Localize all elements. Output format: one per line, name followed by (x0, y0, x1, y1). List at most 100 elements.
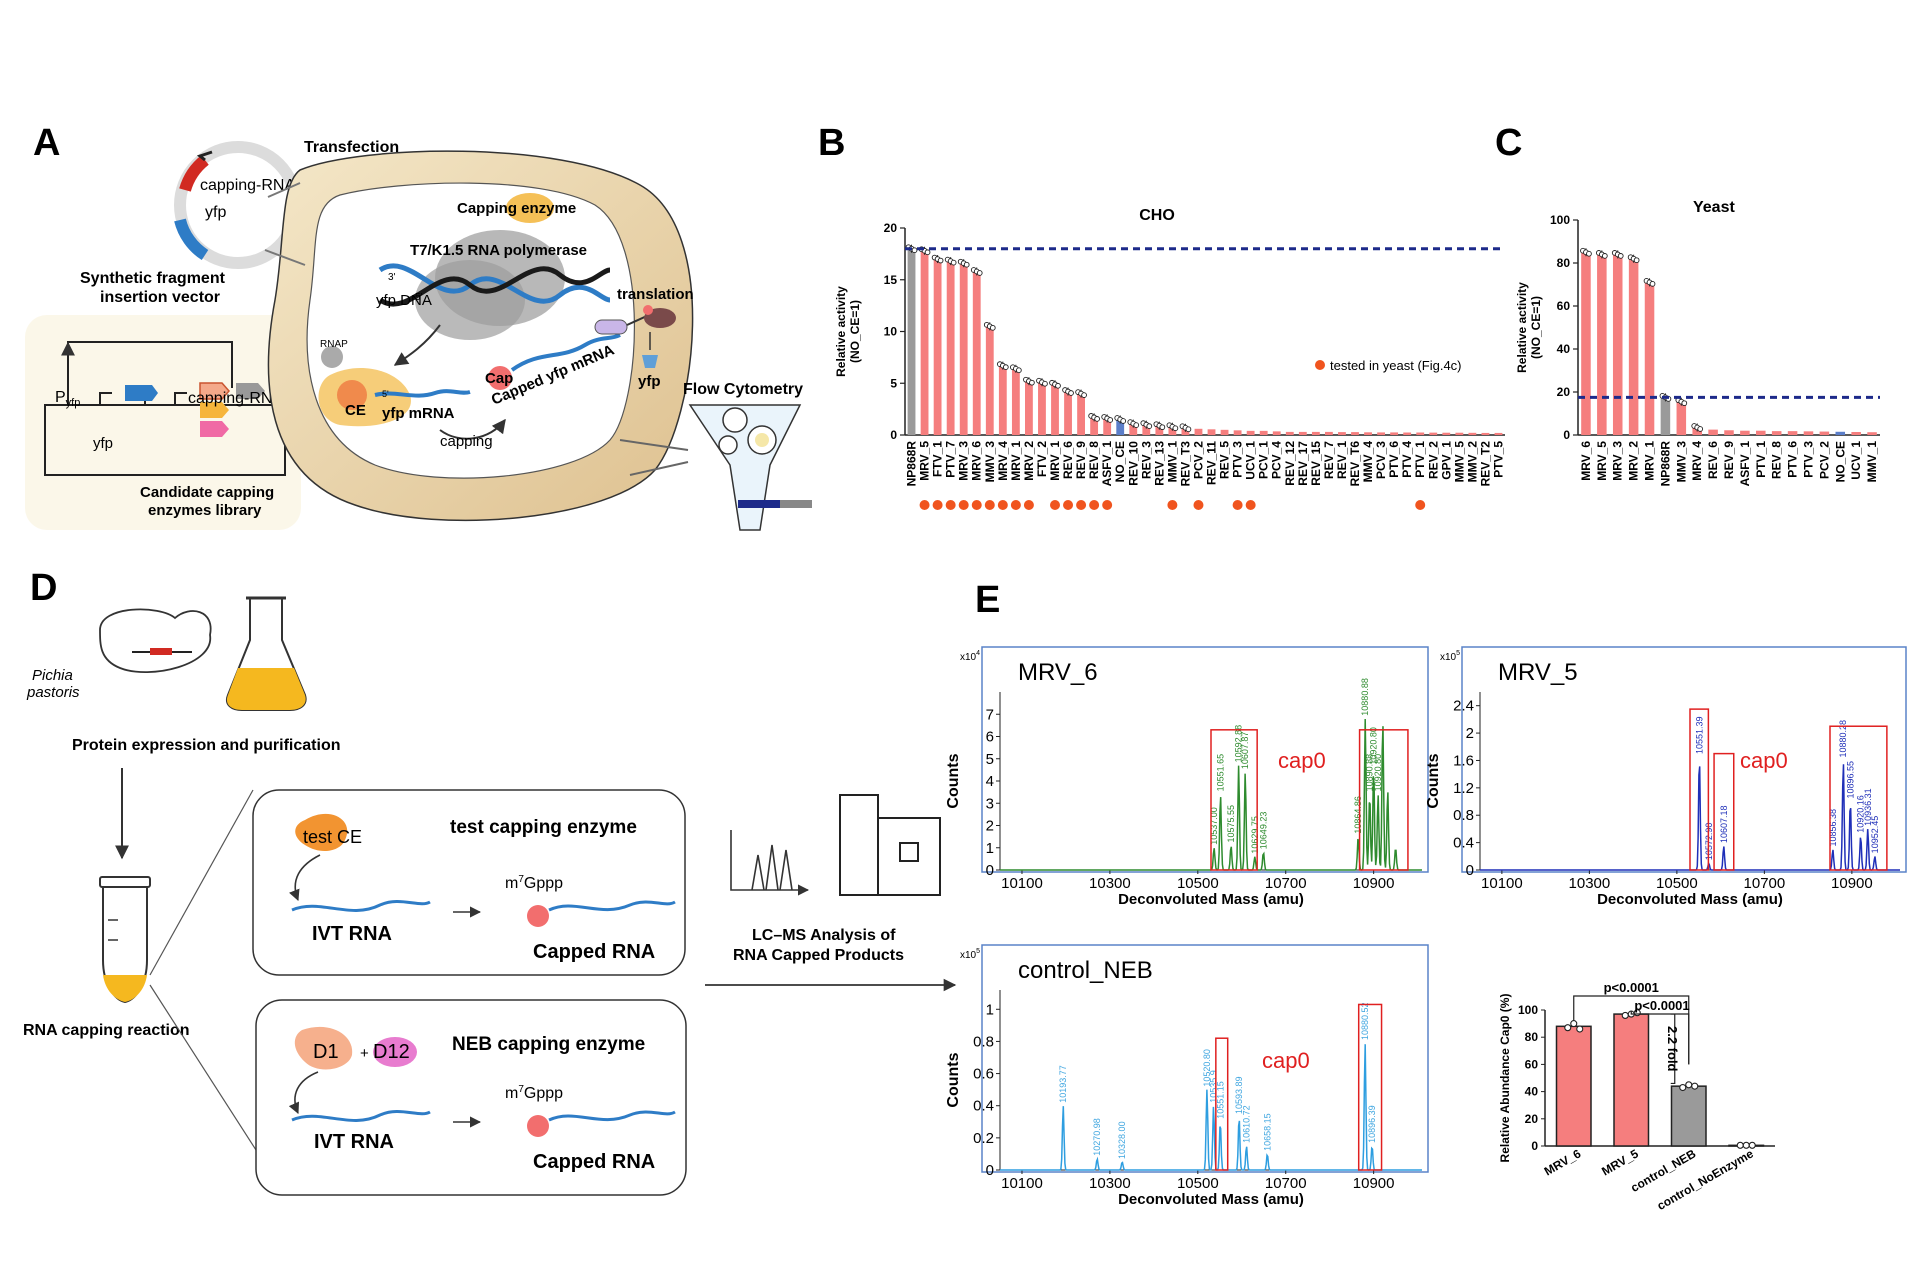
chart-c-y-label-line-1: (NO_CE=1) (1529, 296, 1543, 359)
chart-b-bar-28 (1272, 431, 1281, 435)
chart-c-x-tick-label-15: PCV_2 (1817, 441, 1831, 479)
chart-b-x-tick-label-15: ASFV_1 (1100, 441, 1114, 487)
chart-e1-scale-exp: 4 (976, 650, 980, 657)
spectrum-icon (730, 830, 810, 896)
chart-e2-x-tick-label-4: 10900 (1831, 875, 1873, 892)
chart-c-bar-16 (1835, 431, 1846, 435)
chart-b-yeast-marker-39 (1415, 500, 1426, 510)
chart-b-point-8-2 (1016, 367, 1022, 374)
chart-e1-peak-label-10: 10920.80 (1369, 727, 1379, 765)
chart-e1-peak-label-11: 10920.80 (1373, 754, 1383, 792)
chart-b-x-tick-label-41: GPV_1 (1439, 441, 1453, 480)
chart-e3-x-tick-label-4: 10900 (1353, 1175, 1395, 1192)
chart-b-x-tick-label-8: MRV_1 (1009, 441, 1023, 481)
chart-b-x-tick-label-38: PTV_4 (1400, 441, 1414, 478)
chart-b-bar-0 (907, 248, 916, 435)
chart-e1-peak-label-8: 10880.88 (1360, 678, 1370, 716)
chart-b-x-tick-label-35: MMV_4 (1361, 441, 1375, 483)
chart-b-bar-42 (1455, 432, 1464, 435)
chart-b-bar-24 (1220, 429, 1229, 435)
reaction-tube-icon (99, 876, 151, 1004)
chart-e1-peak-label-2: 10575.55 (1226, 805, 1236, 843)
chart-e3-x-tick-label-3: 10700 (1265, 1175, 1307, 1192)
chart-b-yeast-marker-6 (984, 500, 995, 510)
chart-b-bar-23 (1207, 429, 1216, 435)
chart-e1-y-tick-label-3: 3 (986, 795, 994, 812)
chart-e4-y-tick-label-0: 0 (1531, 1139, 1538, 1153)
chart-e4-point-mrv-6-2 (1576, 1025, 1584, 1033)
chart-e1-peak-label-5: 10629.75 (1250, 816, 1260, 854)
plasmid-yfp-label: yfp (205, 204, 226, 221)
chart-c-y-tick-label-100: 100 (1550, 213, 1570, 227)
plasmid-capping-label: capping-RNAP (200, 177, 306, 194)
chart-b-title: CHO (1139, 207, 1175, 224)
flask-icon (226, 596, 307, 711)
chart-e3-cap0-label: cap0 (1262, 1048, 1310, 1073)
translation-label: translation (617, 286, 694, 303)
chart-b-y-tick-label-5: 5 (890, 376, 897, 390)
polymerase-label: T7/K1.5 RNA polymerase (410, 242, 587, 259)
chart-b-bar-33 (1338, 432, 1346, 435)
chart-b-yeast-marker-7 (997, 500, 1008, 510)
chart-b-x-tick-label-21: REV_T3 (1178, 441, 1192, 487)
chart-e4-pvalue-2: p<0.0001 (1634, 998, 1689, 1013)
chart-e1-peak-label-7: 10864.86 (1353, 796, 1363, 834)
chart-e4-x-tick-label-control-noenzyme: control_NoEnzyme (1655, 1146, 1756, 1213)
chart-e3-x-tick-label-1: 10300 (1089, 1175, 1131, 1192)
yfp-dna-label: yfp DNA (376, 292, 432, 309)
chart-b-x-tick-label-22: PCV_2 (1191, 441, 1205, 479)
chart-c-x-tick-label-18: MMV_1 (1865, 441, 1879, 483)
chart-b-point-5-2 (976, 270, 983, 276)
chart-e4-point-control-noenzyme-2 (1748, 1141, 1756, 1149)
chart-b-x-tick-label-42: MMV_5 (1452, 441, 1466, 483)
chart-e2-y-tick-label-1: 0.4 (1453, 835, 1474, 852)
chart-b-x-tick-label-36: PCV_3 (1374, 441, 1388, 479)
chart-b-x-tick-label-23: REV_11 (1205, 441, 1219, 485)
chart-b-x-tick-label-28: PCV_4 (1270, 441, 1284, 479)
panel-d: D Pichia pastoris Protein expression and… (23, 567, 957, 1196)
chart-e2-highlight-box-1 (1713, 752, 1735, 871)
chart-b-legend-label: tested in yeast (Fig.4c) (1330, 358, 1462, 373)
rnap-small-shape (321, 346, 343, 368)
chart-e2-y-tick-label-0: 0 (1466, 862, 1474, 879)
test-cap-icon (527, 905, 549, 927)
chart-e1-x-tick-label-1: 10300 (1089, 875, 1131, 892)
chart-b-point-0-2 (911, 247, 918, 254)
chart-e1-x-tick-label-2: 10500 (1177, 875, 1219, 892)
panel-label-c: C (1495, 122, 1522, 164)
chart-b-yeast-marker-8 (1010, 500, 1021, 510)
chart-b-y-label: Relative activity(NO_CE=1) (834, 286, 862, 377)
test-title: test capping enzyme (450, 817, 637, 838)
chart-b-bar-16 (1116, 419, 1125, 435)
lcms-line2: RNA Capped Products (733, 947, 904, 964)
chart-e2-peak-label-4: 10880.28 (1838, 720, 1848, 758)
chart-e1-x-tick-label-4: 10900 (1353, 875, 1395, 892)
chart-e3-peak-label-9: 10880.52 (1360, 1002, 1370, 1040)
chart-e1-scale-label: x104 (960, 650, 980, 663)
chart-b-point-2-2 (937, 257, 944, 264)
chart-e2-peak-label-7: 10936.31 (1863, 788, 1873, 826)
chart-b-bar-1 (920, 250, 929, 435)
chart-e2-x-tick-label-2: 10500 (1656, 875, 1698, 892)
chart-c-bar-6 (1676, 401, 1687, 435)
chart-e1-y-label: Counts (945, 753, 962, 808)
chart-e4-point-control-neb-2 (1691, 1082, 1699, 1090)
capping-label: capping (440, 433, 493, 450)
chart-b-x-tick-label-27: PCV_1 (1257, 441, 1271, 479)
chart-e2-x-tick-label-0: 10100 (1481, 875, 1523, 892)
chart-e1-y-tick-label-6: 6 (986, 729, 994, 746)
chart-b-point-1-2 (924, 249, 931, 256)
chart-e3-highlight-box-1 (1357, 1003, 1383, 1171)
chart-b-x-tick-label-45: PTV_5 (1491, 441, 1505, 478)
chart-b-y-tick-label-10: 10 (884, 325, 898, 339)
chart-e4-y-tick-label-40: 40 (1525, 1085, 1539, 1099)
chart-b-point-4-2 (963, 261, 970, 268)
chart-e3-peak-label-5: 10551.15 (1215, 1081, 1225, 1119)
chart-c-bar-11 (1756, 430, 1766, 435)
chart-c-bar-8 (1708, 429, 1718, 435)
yfp-gene-arrow (125, 385, 158, 401)
chart-b-bar-26 (1246, 430, 1255, 435)
